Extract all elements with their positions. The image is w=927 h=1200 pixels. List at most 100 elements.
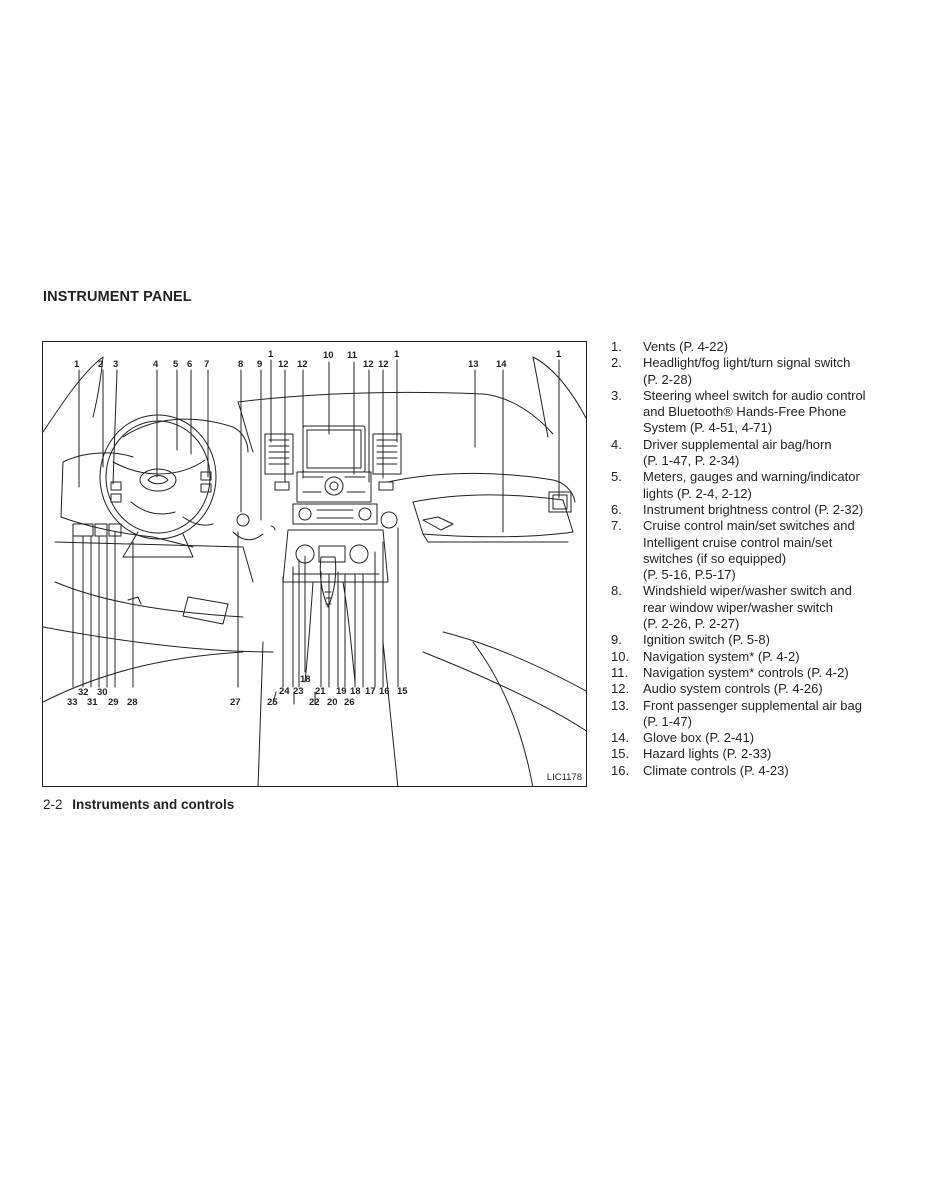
- callout-17: 17: [365, 686, 376, 697]
- legend-item: 4. Driver supplemental air bag/horn(P. 1-…: [611, 437, 911, 470]
- instrument-panel-figure: 1 2 3 4 5 6 7 8 9 1 12 12 10 11 12 12 1 …: [42, 341, 587, 787]
- callout-16: 16: [379, 686, 390, 697]
- legend-item-text: Hazard lights (P. 2-33): [643, 746, 772, 762]
- legend-item-text: Glove box (P. 2-41): [643, 730, 755, 746]
- legend-item-text: Meters, gauges and warning/indicator: [643, 469, 860, 485]
- legend-item: 12.Audio system controls (P. 4-26): [611, 681, 911, 697]
- legend-item-number: 11.: [611, 664, 629, 680]
- callout-6: 6: [187, 359, 193, 370]
- legend-item-number: 3.: [611, 387, 622, 403]
- callout-20: 20: [327, 697, 338, 708]
- page-number: 2-2: [43, 797, 63, 812]
- legend-item-text: (P. 2-26, P. 2-27): [643, 616, 740, 632]
- legend-item-text: lights (P. 2-4, 2-12): [643, 485, 752, 501]
- callout-14: 14: [496, 359, 507, 370]
- callout-7: 7: [204, 359, 210, 370]
- legend-item-text: (P. 5-16, P.5-17): [643, 567, 736, 583]
- callout-15: 15: [397, 686, 408, 697]
- legend-item: 6. Instrument brightness control (P. 2-32…: [611, 502, 911, 518]
- legend-item-text: (P. 1-47): [643, 713, 692, 729]
- callout-12d: 12: [378, 359, 389, 370]
- callout-24: 24: [279, 686, 290, 697]
- callout-30: 30: [97, 687, 108, 698]
- legend-item-number: 7.: [611, 518, 622, 534]
- legend-item-text: Steering wheel switch for audio control: [643, 387, 866, 403]
- callout-1: 1: [74, 359, 80, 370]
- callout-12a: 12: [278, 359, 289, 370]
- callout-18a: 18: [300, 674, 311, 685]
- callout-5: 5: [173, 359, 179, 370]
- legend-list: 1. Vents (P. 4-22) 2. Headlight/fog light/t…: [611, 339, 911, 779]
- callout-18b: 18: [350, 686, 361, 697]
- legend-item-text: Headlight/fog light/turn signal switch: [643, 355, 851, 371]
- callout-1b: 1: [268, 349, 274, 360]
- legend-item: 15. Hazard lights (P. 2-33): [611, 746, 911, 762]
- callout-31: 31: [87, 697, 98, 708]
- legend-item: 11. Navigation system* controls (P. 4-2): [611, 665, 911, 681]
- legend-item-number: 4.: [611, 436, 622, 452]
- legend-item-number: 14.: [611, 730, 630, 746]
- legend-item-number: 16.: [611, 762, 630, 778]
- legend-item-number: 9.: [611, 632, 622, 648]
- callout-1c: 1: [394, 349, 400, 360]
- legend-item-text: System (P. 4-51, 4-71): [643, 420, 773, 436]
- callout-25: 25: [267, 697, 278, 708]
- legend-item: 13. Front passenger supplemental air bag(…: [611, 698, 911, 731]
- legend-item-number: 15.: [611, 746, 630, 762]
- callout-3: 3: [113, 359, 119, 370]
- legend-item-text: rear window wiper/washer switch: [643, 599, 834, 615]
- legend-item-text: Ignition switch (P. 5-8): [643, 632, 770, 648]
- legend-item: 1. Vents (P. 4-22): [611, 339, 911, 355]
- legend-item-text: Navigation system* controls (P. 4-2): [643, 664, 849, 680]
- callout-11: 11: [347, 350, 358, 361]
- dashboard-illustration: [43, 356, 586, 786]
- callout-4: 4: [153, 359, 159, 370]
- chapter-title: Instruments and controls: [72, 797, 235, 812]
- legend-item-text: switches (if so equipped): [643, 550, 787, 566]
- legend-item: 14. Glove box (P. 2-41): [611, 730, 911, 746]
- callout-10: 10: [323, 350, 334, 361]
- page-footer: 2-2 Instruments and controls: [43, 797, 234, 812]
- callout-12c: 12: [363, 359, 374, 370]
- legend-item-text: Instrument brightness control (P. 2-32): [643, 501, 864, 517]
- callout-23: 23: [293, 686, 304, 697]
- callout-32: 32: [78, 687, 89, 698]
- legend-item-text: Intelligent cruise control main/set: [643, 534, 833, 550]
- callout-9: 9: [257, 359, 263, 370]
- legend-item: 2. Headlight/fog light/turn signal switch…: [611, 355, 911, 388]
- legend-item: 9. Ignition switch (P. 5-8): [611, 632, 911, 648]
- legend-item: 16.Climate controls (P. 4-23): [611, 763, 911, 779]
- callout-19: 19: [336, 686, 347, 697]
- callout-26: 26: [344, 697, 355, 708]
- callout-33: 33: [67, 697, 78, 708]
- callout-8: 8: [238, 359, 244, 370]
- legend-item-number: 2.: [611, 355, 622, 371]
- legend-item-number: 12.: [611, 681, 630, 697]
- legend-item-text: Driver supplemental air bag/horn: [643, 436, 832, 452]
- legend-item: 3. Steering wheel switch for audio contro…: [611, 388, 911, 437]
- legend-item-number: 10.: [611, 648, 630, 664]
- figure-id: LIC1178: [546, 772, 582, 783]
- section-title: INSTRUMENT PANEL: [43, 289, 192, 305]
- callout-13: 13: [468, 359, 479, 370]
- legend-item-text: Front passenger supplemental air bag: [643, 697, 862, 713]
- legend-item-text: Cruise control main/set switches and: [643, 518, 855, 534]
- callout-27: 27: [230, 697, 241, 708]
- callout-29: 29: [108, 697, 119, 708]
- legend-item: 10.Navigation system* (P. 4-2): [611, 649, 911, 665]
- legend-item-text: (P. 2-28): [643, 371, 692, 387]
- legend-item-text: Vents (P. 4-22): [643, 339, 729, 354]
- legend-item-text: and Bluetooth® Hands-Free Phone: [643, 404, 847, 420]
- legend-item-number: 8.: [611, 583, 622, 599]
- legend-item-number: 6.: [611, 501, 622, 517]
- callout-1d: 1: [556, 349, 562, 360]
- callout-22: 22: [309, 697, 320, 708]
- callout-2: 2: [98, 359, 104, 370]
- callout-21: 21: [315, 686, 326, 697]
- legend-item-text: (P. 1-47, P. 2-34): [643, 453, 740, 469]
- callout-12b: 12: [297, 359, 308, 370]
- legend-item-number: 1.: [611, 339, 622, 354]
- legend-item-number: 13.: [611, 697, 630, 713]
